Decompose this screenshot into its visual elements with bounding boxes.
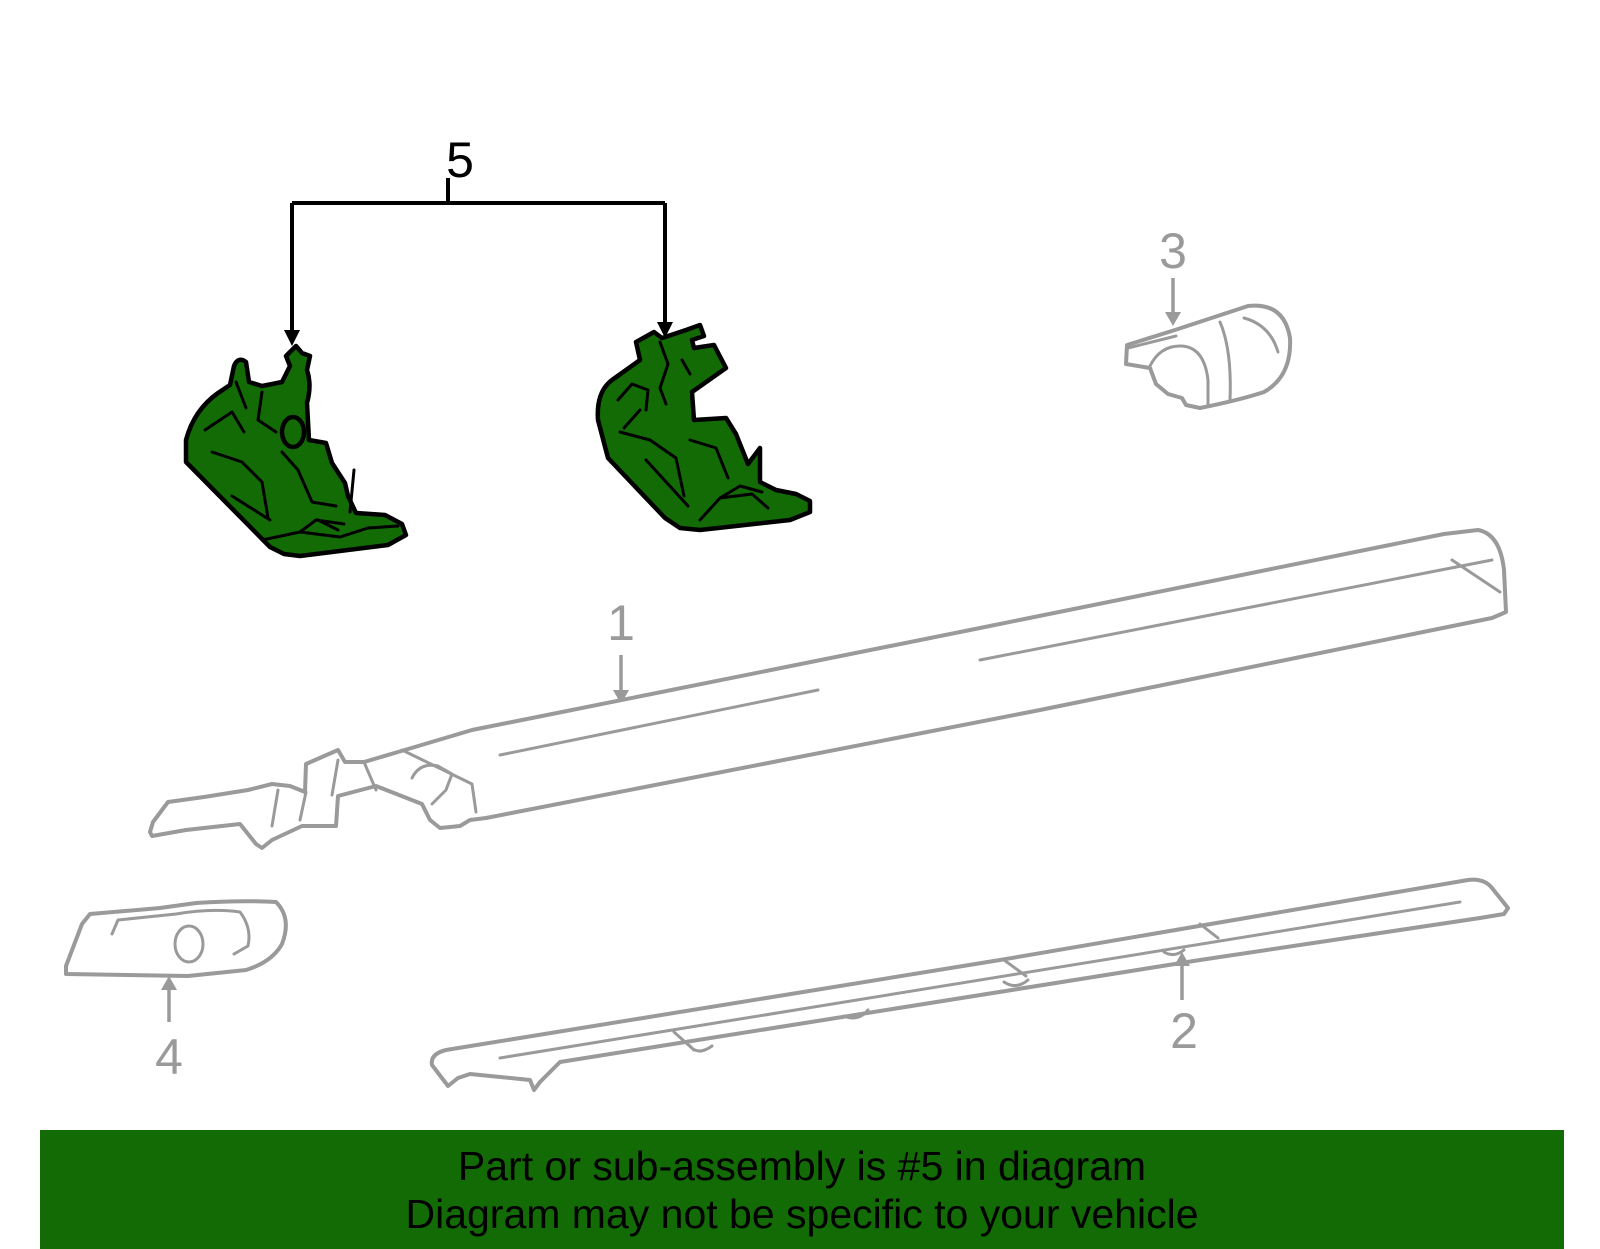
part-3-arrow	[1165, 312, 1181, 326]
part-5-left-ribs	[203, 380, 400, 542]
part-1-detail	[270, 558, 1502, 828]
part-1-group[interactable]: 1	[148, 528, 1508, 850]
part-5-group[interactable]: 5	[183, 132, 813, 559]
part-2-group[interactable]: 2	[429, 877, 1510, 1092]
part-5-left-body	[183, 343, 409, 559]
part-5-right-piece[interactable]	[595, 322, 813, 533]
part-4-group[interactable]: 4	[64, 899, 288, 1085]
part-5-arrow-left	[284, 330, 300, 346]
part-3-group[interactable]: 3	[1124, 223, 1293, 410]
part-3-detail	[1126, 316, 1280, 407]
part-4-hole	[173, 924, 205, 964]
part-1-body	[148, 528, 1508, 850]
callout-1[interactable]: 1	[607, 595, 635, 651]
info-banner: Part or sub-assembly is #5 in diagram Di…	[40, 1130, 1564, 1249]
part-2-detail	[498, 900, 1462, 1060]
callout-4[interactable]: 4	[155, 1029, 183, 1085]
part-1-arrow	[613, 690, 629, 704]
part-2-arrow	[1174, 952, 1190, 966]
callout-5[interactable]: 5	[446, 132, 474, 188]
banner-line-disclaimer: Diagram may not be specific to your vehi…	[405, 1190, 1199, 1237]
part-5-arrow-right	[657, 322, 673, 338]
part-4-detail	[110, 908, 251, 956]
banner-line-part-number: Part or sub-assembly is #5 in diagram	[457, 1142, 1147, 1189]
part-5-left-piece[interactable]	[183, 343, 409, 559]
part-4-arrow	[161, 976, 177, 990]
part-5-right-body	[595, 322, 813, 533]
part-5-leader	[290, 178, 667, 330]
part-5-right-ribs	[616, 340, 770, 522]
part-5-left-hole	[279, 414, 307, 450]
part-2-body	[429, 877, 1510, 1092]
callout-3[interactable]: 3	[1159, 223, 1187, 279]
callout-2[interactable]: 2	[1170, 1003, 1198, 1059]
part-3-body	[1124, 303, 1293, 410]
